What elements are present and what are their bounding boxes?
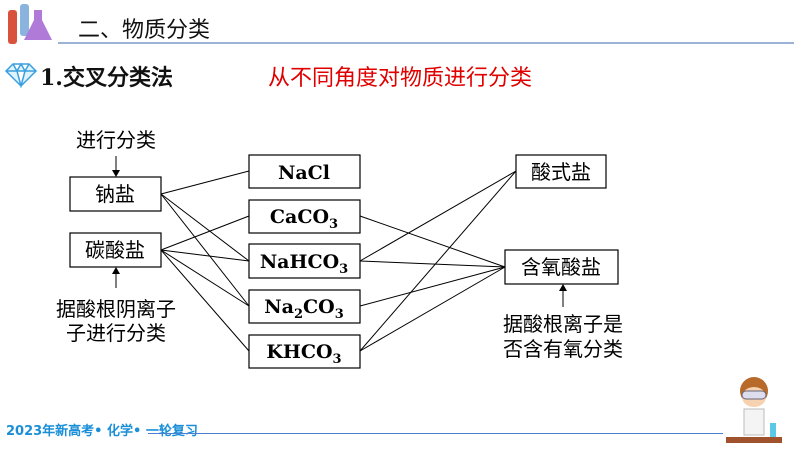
box-khco3 (248, 334, 361, 369)
label-oxygen-2: 否含有氧分类 (503, 337, 623, 361)
box-nacl (248, 154, 361, 189)
text-sodium-salt: 钠盐 (95, 182, 135, 206)
text-caco3: CaCO3 (270, 206, 338, 232)
box-oxyacid-salt (504, 249, 619, 285)
text-nahco3: NaHCO3 (260, 251, 348, 277)
flask-logo-icon (4, 2, 54, 46)
box-sodium-salt (69, 176, 162, 212)
label-anion-2: 子进行分类 (66, 321, 166, 345)
box-na2co3 (248, 289, 361, 324)
text-nacl: NaCl (278, 162, 330, 184)
scientist-mascot-icon (724, 375, 784, 451)
header-divider (58, 42, 794, 44)
box-acid-salt (515, 154, 607, 189)
arrow-up-icon (112, 267, 120, 274)
text-carbonate: 碳酸盐 (85, 238, 145, 262)
text-oxyacid-salt: 含氧酸盐 (521, 255, 601, 279)
connector-lines (115, 156, 564, 352)
label-classify: 进行分类 (76, 128, 156, 152)
diamond-icon (4, 62, 38, 92)
box-carbonate (69, 232, 162, 268)
text-acid-salt: 酸式盐 (531, 160, 591, 184)
footer-text: 2023年新高考• 化学• 一轮复习 (6, 424, 198, 439)
section-subtitle: 1.交叉分类法 (40, 65, 173, 91)
label-anion-1: 据酸根阴离子 (56, 297, 176, 321)
box-caco3 (248, 199, 361, 234)
label-oxygen-1: 据酸根离子是 (503, 312, 623, 336)
box-nahco3 (248, 243, 361, 279)
footer-divider (148, 433, 723, 434)
section-note: 从不同角度对物质进行分类 (268, 66, 533, 91)
text-khco3: KHCO3 (266, 341, 341, 367)
arrow-down-icon (112, 170, 120, 177)
page-title: 二、物质分类 (78, 18, 211, 43)
arrow-up-icon (559, 284, 567, 291)
text-na2co3: Na2CO3 (264, 296, 343, 322)
